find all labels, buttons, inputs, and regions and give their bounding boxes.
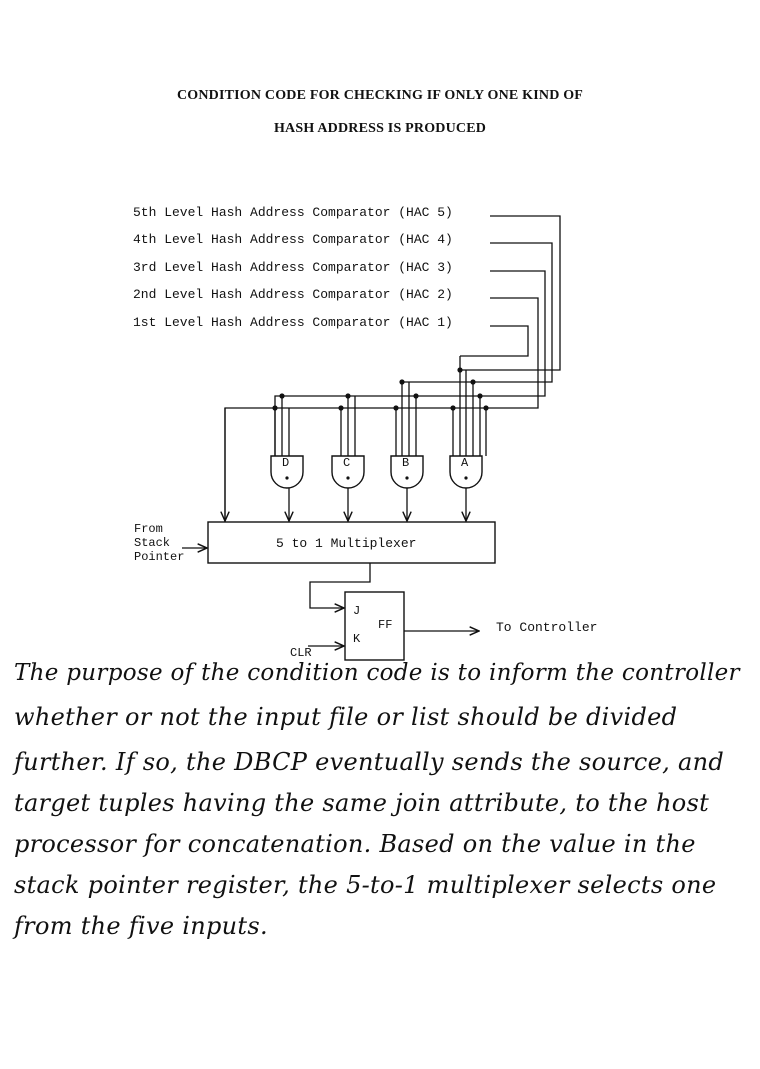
handwritten-note-line-2: whether or not the input file or list sh… <box>14 703 678 731</box>
handwritten-note-line-1: The purpose of the condition code is to … <box>14 660 740 686</box>
handwritten-note-line-5: processor for concatenation. Based on th… <box>14 830 696 858</box>
svg-text:B: B <box>402 456 409 470</box>
and-gate-d: D <box>270 455 304 489</box>
svg-text:C: C <box>343 456 350 470</box>
stack-pointer-label-2: Stack <box>134 536 170 550</box>
multiplexer-label: 5 to 1 Multiplexer <box>276 536 416 551</box>
input-label-hac3: 3rd Level Hash Address Comparator (HAC 3… <box>133 260 453 275</box>
page-title-line-1: CONDITION CODE FOR CHECKING IF ONLY ONE … <box>176 88 584 103</box>
input-label-hac5: 5th Level Hash Address Comparator (HAC 5… <box>133 205 453 220</box>
junction-dots <box>272 367 489 411</box>
multiplexer-box <box>207 521 496 564</box>
svg-text:D: D <box>282 456 289 470</box>
mux-to-ff-wire <box>309 563 371 608</box>
gate-output-wires <box>225 408 466 521</box>
and-gate-a: A <box>449 455 483 489</box>
and-gate-b: B <box>390 455 424 489</box>
to-controller-label: To Controller <box>496 620 597 635</box>
input-label-hac2: 2nd Level Hash Address Comparator (HAC 2… <box>133 287 453 302</box>
handwritten-note-line-4: target tuples having the same join attri… <box>14 789 710 817</box>
stack-pointer-label-3: Pointer <box>134 550 184 564</box>
clr-label: CLR <box>290 646 312 660</box>
and-gate-c: C <box>331 455 365 489</box>
input-label-hac1: 1st Level Hash Address Comparator (HAC 1… <box>133 315 453 330</box>
page-title-line-2: HASH ADDRESS IS PRODUCED <box>273 121 487 136</box>
jk-flipflop-box <box>344 591 405 661</box>
gate-input-wires <box>274 382 487 456</box>
stack-pointer-label-1: From <box>134 522 163 536</box>
input-label-hac4: 4th Level Hash Address Comparator (HAC 4… <box>133 232 453 247</box>
svg-text:A: A <box>461 456 469 470</box>
ff-k-label: K <box>353 632 361 646</box>
handwritten-note-line-3: further. If so, the DBCP eventually send… <box>14 748 725 776</box>
handwritten-note-line-6: stack pointer register, the 5-to-1 multi… <box>14 871 717 899</box>
ff-j-label: J <box>353 604 360 618</box>
ff-label: FF <box>378 618 392 632</box>
handwritten-note-line-7: from the five inputs. <box>14 912 268 940</box>
